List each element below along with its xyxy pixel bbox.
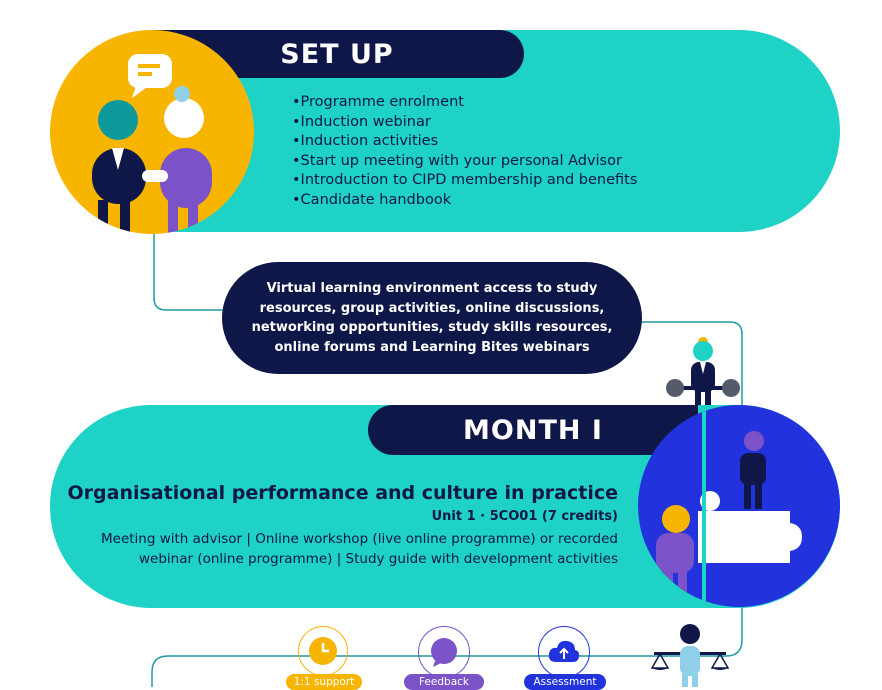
- setup-list: •Programme enrolment •Induction webinar …: [292, 93, 637, 211]
- desc-line: Meeting with advisor | Online workshop (…: [101, 531, 618, 547]
- vle-line: networking opportunities, study skills r…: [251, 320, 613, 335]
- setup-illustration: [50, 30, 254, 234]
- list-item: •Programme enrolment: [292, 94, 464, 110]
- vle-line: online forums and Learning Bites webinar…: [274, 339, 590, 355]
- vle-line: resources, group activities, online disc…: [259, 300, 605, 316]
- desc-line: webinar (online programme) | Study guide…: [138, 551, 618, 567]
- list-item: •Start up meeting with your personal Adv…: [292, 152, 622, 169]
- course-description: Meeting with advisor | Online workshop (…: [101, 529, 618, 569]
- feedback-label: Feedback: [404, 674, 484, 690]
- list-item: •Induction activities: [292, 133, 439, 150]
- support-badge: 1:1 support: [286, 626, 362, 690]
- list-item: •Candidate handbook: [292, 191, 452, 208]
- month1-title-tab: MONTH I: [368, 405, 698, 455]
- people-shaking-hands-illustration: [92, 54, 212, 234]
- chat-bubble-icon: [418, 626, 470, 678]
- assessment-badge: Assessment: [524, 626, 606, 690]
- vle-line: Virtual learning environment access to s…: [266, 281, 598, 296]
- list-item: •Introduction to CIPD membership and ben…: [292, 172, 638, 189]
- course-title: Organisational performance and culture i…: [67, 482, 619, 504]
- puzzle-teamwork-illustration: [656, 405, 802, 607]
- weightlifter-icon: [666, 337, 740, 408]
- clock-icon: [298, 626, 348, 676]
- setup-title: SET UP: [280, 38, 394, 70]
- month1-illustration: [638, 405, 840, 607]
- month1-title: MONTH I: [463, 414, 603, 446]
- balance-scale-person-icon: [650, 624, 730, 687]
- assessment-label: Assessment: [524, 674, 606, 690]
- list-item: •Induction webinar: [292, 113, 431, 130]
- feedback-badge: Feedback: [404, 626, 484, 690]
- vle-panel: Virtual learning environment access to s…: [222, 262, 642, 374]
- support-label: 1:1 support: [286, 674, 362, 690]
- cloud-upload-icon: [538, 626, 590, 678]
- unit-code: Unit 1 · 5CO01 (7 credits): [431, 509, 618, 524]
